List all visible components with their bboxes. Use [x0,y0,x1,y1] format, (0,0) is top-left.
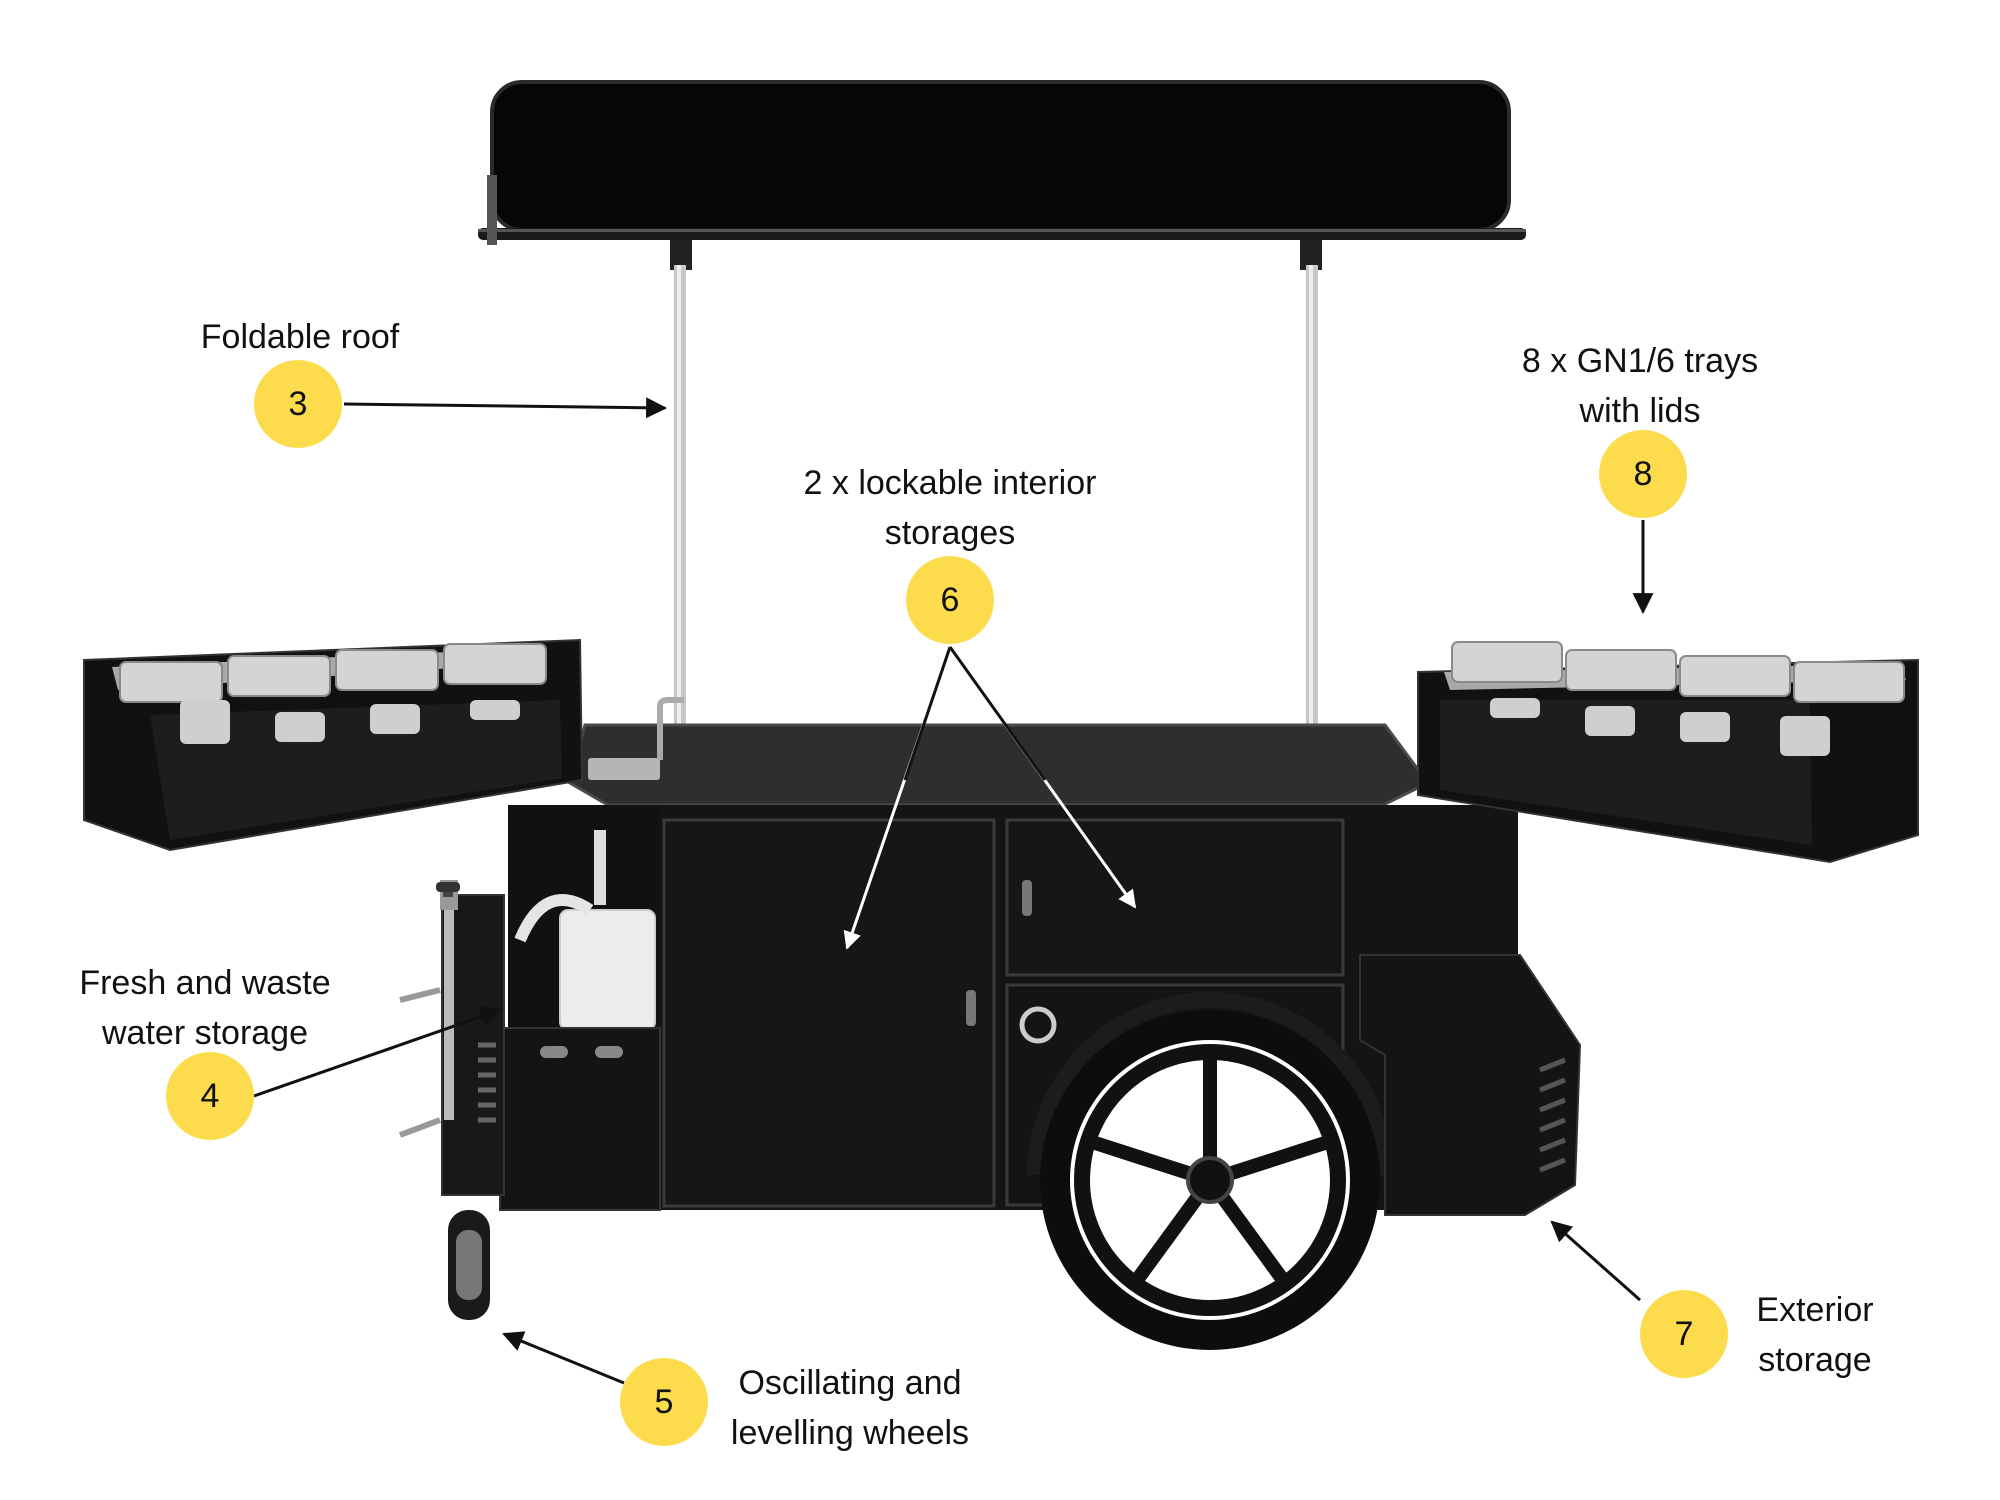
label-exterior: Exterior storage [1735,1285,1895,1385]
label-wheels-line-1: Oscillating and [738,1364,962,1402]
label-interior-line-1: 2 x lockable interior [803,464,1097,502]
tray-unit-left [83,638,584,852]
foldable-roof [478,80,1526,245]
label-trays-line-1: 8 x GN1/6 trays [1521,342,1759,380]
label-exterior-line-1: Exterior [1756,1291,1874,1329]
oscillating-wheel [398,880,505,1320]
badge-roof: 3 [254,360,342,448]
label-water-line-1: Fresh and waste [79,964,331,1002]
badge-wheels: 5 [620,1358,708,1446]
main-wheel [1027,992,1393,1350]
callout-arrows [253,397,1654,1385]
label-roof: Foldable roof [160,312,440,362]
interior-storage-door-left [662,818,996,1208]
countertop [568,723,1431,807]
interior-storage-door-right [1005,818,1345,977]
water-storage [499,805,661,1211]
label-exterior-line-2: storage [1758,1341,1872,1379]
label-wheels-line-2: levelling wheels [730,1414,970,1452]
label-trays-line-2: with lids [1579,392,1701,430]
arrow-interior-right-upper [948,646,1047,781]
faucet [657,697,684,760]
badge-interior: 6 [906,556,994,644]
exterior-storage [1359,954,1582,1216]
tray-unit-right [1417,641,1919,864]
label-interior-line-2: storages [884,514,1016,552]
label-interior: 2 x lockable interior storages [760,458,1140,558]
label-trays: 8 x GN1/6 trays with lids [1470,336,1810,436]
badge-trays: 8 [1599,430,1687,518]
roof-poles [670,240,1322,725]
label-water: Fresh and waste water storage [55,958,355,1058]
label-water-line-2: water storage [102,1014,308,1052]
arrow-interior-left-upper [903,646,952,781]
arrow-wheels [502,1331,625,1385]
arrow-water [253,1006,502,1098]
label-wheels: Oscillating and levelling wheels [710,1358,990,1458]
badge-exterior: 7 [1640,1290,1728,1378]
sink [588,758,660,780]
label-roof-line-1: Foldable roof [200,318,400,356]
badge-water: 4 [166,1052,254,1140]
arrow-roof [343,397,668,419]
arrow-exterior [1550,1220,1641,1302]
